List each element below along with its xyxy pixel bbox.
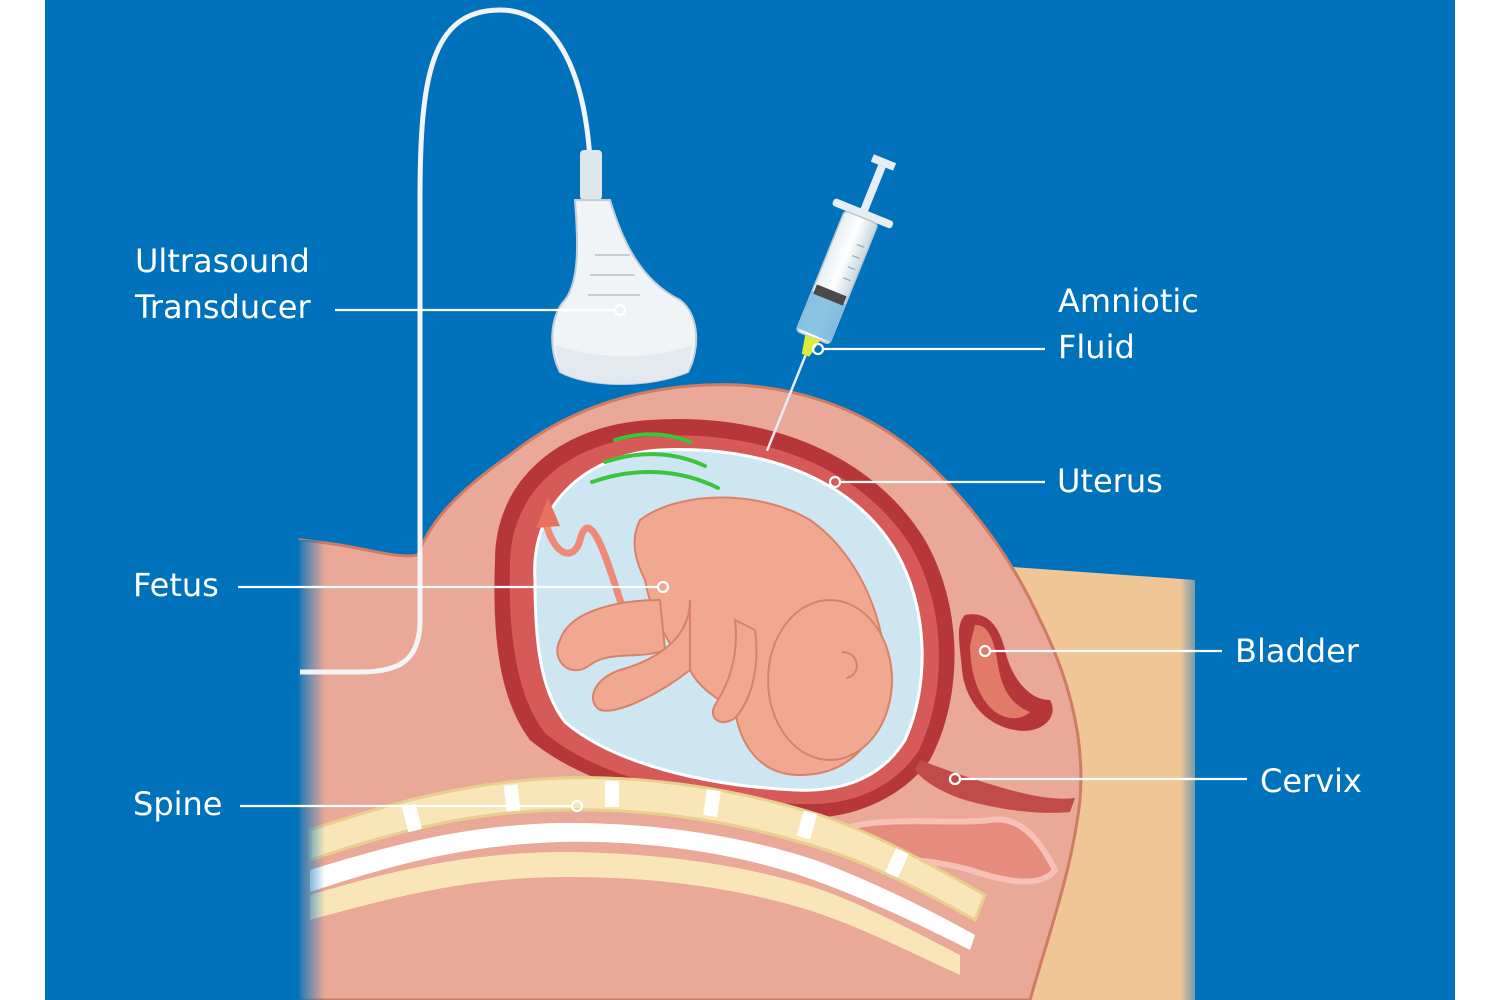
spine-lower [310, 852, 960, 975]
spine [308, 776, 987, 923]
cord-arrow [536, 498, 560, 528]
label-spine: Spine [133, 785, 222, 823]
transducer-cable [300, 7, 593, 675]
label-ultrasound-line2: Transducer [134, 288, 311, 326]
spinal-cord [310, 822, 975, 950]
marker-spine [570, 799, 584, 813]
ultrasound-transducer [551, 150, 698, 385]
label-bladder: Bladder [1235, 632, 1360, 670]
marker-bladder [978, 644, 992, 658]
marker-amniotic [811, 342, 825, 356]
label-amniotic-line2: Fluid [1058, 328, 1135, 366]
right-fade [1180, 575, 1210, 1000]
label-uterus: Uterus [1057, 462, 1163, 500]
marker-uterus [828, 475, 842, 489]
ultrasound-waves [590, 432, 720, 490]
left-fade [295, 540, 325, 1000]
spine-discs [402, 781, 909, 878]
label-fetus: Fetus [133, 566, 219, 604]
marker-fetus [656, 580, 670, 594]
label-amniotic-line1: Amniotic [1058, 282, 1199, 320]
marker-transducer [613, 303, 627, 317]
fetus-ear [841, 651, 858, 679]
marker-cervix [948, 772, 962, 786]
fetus [556, 496, 893, 777]
label-cervix: Cervix [1260, 762, 1362, 800]
label-ultrasound-line1: Ultrasound [135, 242, 310, 280]
syringe [765, 154, 897, 452]
